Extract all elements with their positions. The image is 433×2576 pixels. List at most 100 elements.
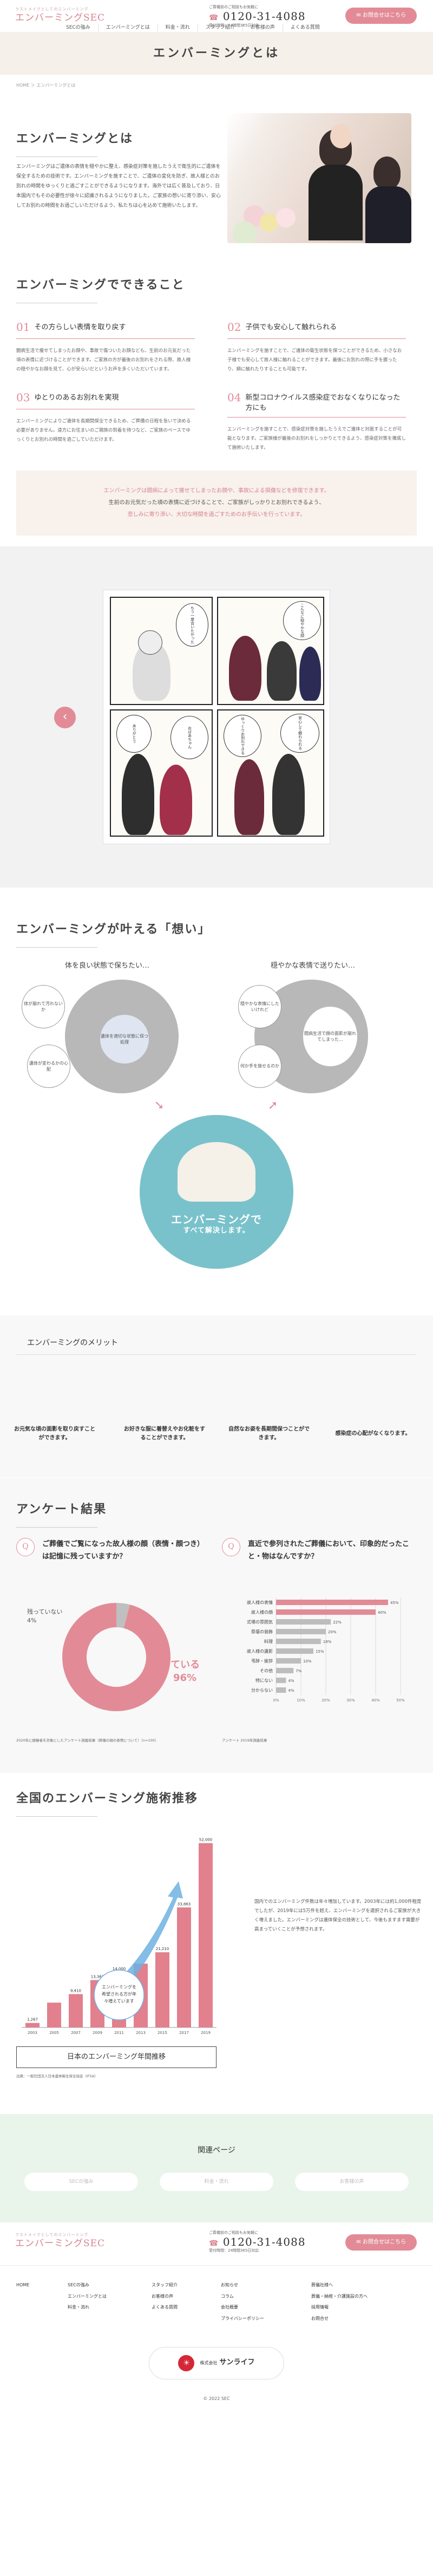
bar (276, 1619, 331, 1625)
contact-button-label: お問合せはこちら (363, 12, 406, 18)
thoughts-heading: エンバーミングが叶える「想い」 (16, 922, 211, 936)
phone-number-text: 0120-31-4088 (222, 2235, 306, 2248)
header-phone[interactable]: ご葬儀前のご相談もお気軽に ☎ 0120-31-4088 受付時間：24時間36… (209, 4, 306, 29)
footer-nav-item[interactable]: SECの強み (68, 2282, 89, 2287)
site-footer: ラストメイクとしてのエンバーミング エンバーミングSEC ご葬儀前のご相談もお気… (0, 2222, 433, 2421)
footer-logo[interactable]: ラストメイクとしてのエンバーミング エンバーミングSEC (15, 2232, 105, 2249)
footer-nav-item[interactable]: お問合せ (311, 2316, 329, 2321)
footer-phone[interactable]: ご葬儀前のご相談もお気軽に ☎ 0120-31-4088 受付時間：24時間36… (209, 2230, 306, 2254)
bar-value: 14,000 (113, 1967, 126, 1971)
nav-item-staff[interactable]: スタッフ紹介 (197, 24, 242, 32)
pie-slice (62, 1602, 170, 1711)
footer-nav-item[interactable]: エンバーミングとは (68, 2293, 107, 2299)
cando-item-text: エンバーミングによりご遺体を長期間保全できるため、ご葬儀の日程を急いで決める必要… (16, 418, 191, 442)
bar-value: 40% (378, 1610, 386, 1615)
bar-value: 4% (288, 1679, 294, 1683)
phone-hours: 受付時間：24時間365日対応 (209, 2248, 259, 2253)
manga-person-face (138, 630, 162, 655)
bar-category: 祭壇の装飾 (251, 1629, 273, 1634)
manga-panel: ありがとう おばあちゃん (110, 709, 213, 837)
footer-nav-item[interactable]: 葬儀社様へ (311, 2282, 333, 2287)
footer-nav-item[interactable]: コラム (221, 2293, 234, 2299)
sun-icon: ☀ (178, 2355, 195, 2371)
survey-q2-card: Q 直近で参列されたご葬儀において、印象的だったこと・物はなんですか？ 0%10… (222, 1537, 422, 1744)
survey-q1-card: Q ご葬儀でご覧になった故人様の顔（表情・顔つき）は記憶に残っていますか？ 残っ… (16, 1537, 216, 1744)
footer-nav-home[interactable]: HOME (16, 2282, 30, 2287)
annotation-text: エンバーミングを (102, 1984, 136, 1990)
bar-category: 特にない (255, 1678, 273, 1683)
company-logo-link[interactable]: ☀ 株式会社サンライフ (149, 2346, 284, 2379)
bar-category: 式場の雰囲気 (247, 1619, 273, 1625)
footer-top: ラストメイクとしてのエンバーミング エンバーミングSEC ご葬儀前のご相談もお気… (0, 2222, 433, 2266)
footer-nav-item[interactable]: スタッフ紹介 (152, 2282, 178, 2287)
nav-item-strengths[interactable]: SECの強み (66, 25, 90, 30)
bar (47, 2002, 61, 2027)
trend-source: 出典：一般社団法人日本遺体衛生保全協会（IFSA） (16, 2073, 98, 2078)
footer-nav-item[interactable]: よくある質問 (152, 2305, 178, 2310)
q-text: ご葬儀でご覧になった故人様の顔（表情・顔つき）は記憶に残っていますか？ (42, 1540, 205, 1561)
survey-heading: アンケート結果 (16, 1502, 107, 1516)
mail-icon: ✉ (356, 12, 361, 18)
site-logo[interactable]: ラストメイクとしてのエンバーミング エンバーミングSEC (15, 6, 105, 24)
cando-item-title-text: その方らしい表情を取り戻す (34, 323, 126, 331)
nav-item-price[interactable]: 料金・流れ (157, 24, 198, 32)
photo-person2-head (373, 156, 401, 189)
bar-category: 分からない (251, 1688, 273, 1693)
footer-nav-item[interactable]: 会社概要 (221, 2305, 238, 2310)
phone-icon: ☎ (209, 2239, 219, 2248)
pie-value: 96% (173, 1672, 196, 1684)
q-text: 直近で参列されたご葬儀において、印象的だったこと・物はなんですか？ (248, 1540, 409, 1561)
bar (25, 2023, 40, 2027)
footer-nav-item[interactable]: 採用情報 (311, 2305, 329, 2310)
bar-value: 45% (390, 1601, 399, 1605)
bar-value: 4% (288, 1688, 294, 1693)
thought-bubble: 穏やかな表情にしたいけれど (238, 984, 281, 1028)
photo-person-face (330, 123, 352, 148)
bar-value: 22% (333, 1620, 342, 1625)
nav-item-faq[interactable]: よくある質問 (282, 24, 327, 32)
footer-contact-button[interactable]: ✉ お問合せはこちら (345, 2234, 417, 2251)
footer-nav-item[interactable]: お知らせ (221, 2282, 238, 2287)
nav-item-voice[interactable]: お客様の声 (242, 24, 283, 32)
bar-value: 15% (316, 1649, 324, 1654)
footer-nav-item[interactable]: プライバシーポリシー (221, 2316, 264, 2321)
footer-nav-item[interactable]: お客様の声 (152, 2293, 173, 2299)
nav-item-about[interactable]: エンバーミングとは (97, 24, 158, 32)
thought-bubble: 体が崩れて汚れないか (22, 984, 65, 1028)
related-link-price[interactable]: 料金・流れ (160, 2172, 273, 2191)
related-link-voice[interactable]: お客様の声 (295, 2172, 409, 2191)
bar-value: 18% (323, 1640, 332, 1644)
cando-item-number: 04 (227, 390, 241, 404)
carousel-prev-button[interactable]: ‹ (54, 706, 76, 728)
bar-value: 9,410 (70, 1988, 81, 1993)
bar-value: 52,000 (199, 1837, 213, 1842)
related-section: 関連ページ SECの強み 料金・流れ お客様の声 (0, 2114, 433, 2222)
heading-underline (16, 156, 97, 157)
bar-value: 20% (328, 1630, 337, 1634)
contact-button[interactable]: ✉ お問合せはこちら (345, 8, 417, 24)
footer-nav-item[interactable]: 料金・流れ (68, 2305, 89, 2310)
manga-person (267, 641, 297, 701)
bar-value: 33,863 (178, 1902, 191, 1906)
manga-person (299, 646, 321, 701)
manga-speech-bubble: こんなに穏やかな顔 (283, 601, 321, 640)
pie-label: 残っている (152, 1659, 200, 1671)
tick-label: 0% (273, 1698, 279, 1703)
breadcrumb-home[interactable]: HOME (16, 83, 30, 88)
photo-person-body (309, 164, 363, 240)
bar-category: その他 (260, 1668, 273, 1673)
related-link-strengths[interactable]: SECの強み (24, 2172, 138, 2191)
cando-heading: エンバーミングでできること (16, 277, 185, 292)
tick-label: 40% (371, 1698, 380, 1703)
trend-heading: 全国のエンバーミング施術推移 (16, 1791, 199, 1805)
resolve-main: エンバーミングで (171, 1212, 262, 1226)
company-name: 株式会社サンライフ (200, 2357, 254, 2369)
footer-nav-item[interactable]: 葬儀・納棺・介護施設の方へ (311, 2293, 368, 2299)
